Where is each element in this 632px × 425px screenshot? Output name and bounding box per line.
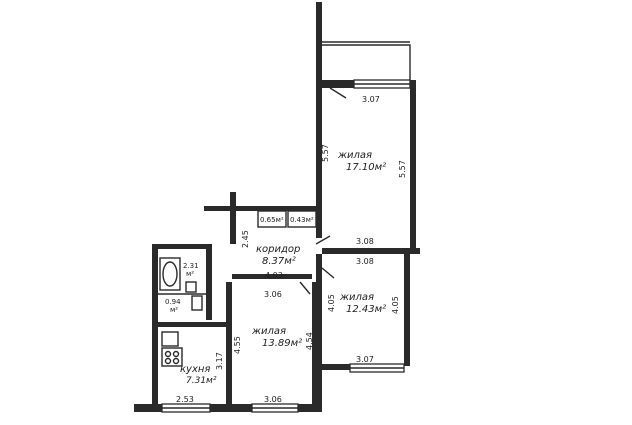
room-area: 8.37м²	[262, 256, 296, 267]
dimension-label: 2.53	[176, 395, 194, 404]
room-area: 7.31м²	[186, 376, 217, 386]
room-unit: м²	[170, 306, 178, 314]
room-area: 2.31	[183, 262, 199, 270]
room-name: жилая	[339, 292, 374, 303]
closet-area: 0.65м²	[260, 216, 284, 224]
balcony	[316, 2, 411, 88]
room-kitchen: кухня 7.31м²	[158, 322, 226, 386]
dimension-label: 3.06	[264, 395, 282, 404]
room-bathroom: 2.31 м² 0.94 м²	[152, 244, 212, 412]
dimension-label: 4.03	[265, 271, 283, 280]
room-area: 13.89м²	[262, 338, 302, 349]
room-area: 12.43м²	[346, 304, 386, 315]
dimension-label: 4.54	[305, 332, 314, 350]
exterior-bottom-wall	[134, 403, 322, 413]
dimension-label: 3.08	[356, 257, 374, 266]
partition-wall	[322, 248, 420, 254]
dimension-label: 5.57	[321, 144, 330, 162]
room-corridor: 0.65м² 0.43м² коридор 8.37м²	[204, 192, 331, 279]
dimension-label: 4.55	[233, 336, 242, 354]
room-area: 17.10м²	[346, 162, 386, 173]
dimension-label: 2.45	[241, 230, 250, 248]
room-living-main: жилая 13.89м²	[226, 281, 318, 410]
room-unit: м²	[186, 270, 194, 278]
room-name: коридор	[256, 244, 300, 255]
dimension-label: 3.06	[264, 290, 282, 299]
dimension-label: 3.07	[362, 95, 380, 104]
dimension-label: 3.07	[356, 355, 374, 364]
dimension-label: 5.57	[398, 160, 407, 178]
dimension-label: 3.08	[356, 237, 374, 246]
room-area: 0.94	[165, 298, 181, 306]
dimensions: 3.07 5.57 5.57 3.08 3.08 2.45 4.03 3.06 …	[176, 95, 407, 404]
room-name: кухня	[180, 364, 210, 375]
dimension-label: 4.05	[391, 296, 400, 314]
room-living-right: жилая 12.43м²	[316, 254, 410, 412]
dimension-label: 4.05	[327, 294, 336, 312]
closet-area: 0.43м²	[290, 216, 314, 224]
dimension-label: 3.17	[215, 352, 224, 370]
room-living-top: жилая 17.10м²	[316, 79, 416, 250]
room-name: жилая	[337, 150, 372, 161]
room-name: жилая	[251, 326, 286, 337]
